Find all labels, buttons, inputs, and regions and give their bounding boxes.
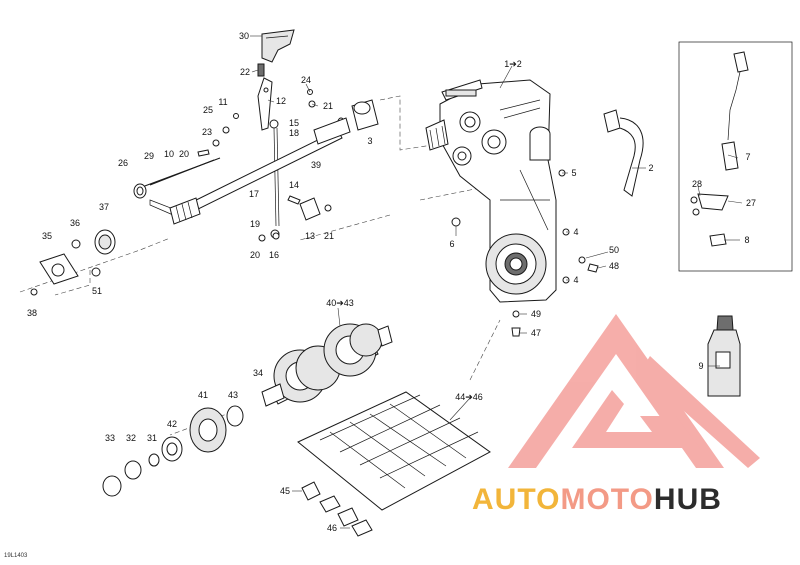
callout-14: 14 [288, 180, 300, 190]
callout-15: 15 [288, 118, 300, 128]
splined-shaft-end [169, 197, 201, 225]
callout-6: 6 [449, 239, 455, 249]
callout-5: 5 [571, 168, 577, 178]
callout-38: 38 [26, 308, 38, 318]
ring-part [133, 183, 147, 199]
drive-axle-assembly [261, 323, 393, 407]
callout-41: 41 [197, 390, 209, 400]
callout-21-lower: 21 [323, 231, 335, 241]
callout-48: 48 [608, 261, 620, 271]
brand-part-hub: HUB [653, 483, 722, 516]
callout-24: 24 [300, 75, 312, 85]
callout-49: 49 [530, 309, 542, 319]
callout-30: 30 [238, 31, 250, 41]
callout-25: 25 [202, 105, 214, 115]
callout-19: 19 [249, 219, 261, 229]
callout-10: 10 [163, 149, 175, 159]
callout-34: 34 [252, 368, 264, 378]
callout-18: 18 [288, 128, 300, 138]
callout-2: 2 [648, 163, 654, 173]
callout-36: 36 [69, 218, 81, 228]
wire-harness [603, 109, 644, 197]
callout-46: 46 [326, 523, 338, 533]
bushing-part [351, 99, 379, 131]
callout-17: 17 [248, 189, 260, 199]
callout-leader-lines [250, 35, 743, 529]
shift-lever [257, 77, 273, 131]
shift-rod [269, 119, 280, 239]
watermark-brand-text: AUTOMOTOHUB [472, 483, 722, 517]
callout-32: 32 [125, 433, 137, 443]
callout-40-43: 40➔43 [326, 298, 354, 308]
callout-16: 16 [268, 250, 280, 260]
callout-7: 7 [745, 152, 751, 162]
callout-20-lower: 20 [249, 250, 261, 260]
callout-42: 42 [166, 419, 178, 429]
shift-hardware [258, 195, 332, 242]
callout-23: 23 [201, 127, 213, 137]
callout-3: 3 [367, 136, 373, 146]
callout-51: 51 [91, 286, 103, 296]
callout-4-lower: 4 [573, 275, 579, 285]
left-bearing-group [30, 229, 116, 296]
callout-35: 35 [41, 231, 53, 241]
brand-part-moto: MOTO [560, 483, 654, 516]
fasteners-group [197, 89, 316, 157]
callout-31: 31 [146, 433, 158, 443]
callout-21-upper: 21 [322, 101, 334, 111]
sensor-inset-box [678, 41, 793, 272]
main-shaft [133, 117, 351, 219]
callout-43: 43 [227, 390, 239, 400]
callout-28: 28 [691, 179, 703, 189]
callout-27: 27 [745, 198, 757, 208]
spring-part [257, 63, 265, 77]
housing-fasteners [451, 169, 599, 337]
callout-1-2: 1➔2 [504, 59, 522, 69]
callout-47: 47 [530, 328, 542, 338]
callout-44-46: 44➔46 [455, 392, 483, 402]
callout-26: 26 [117, 158, 129, 168]
diagram-code: 19L1403 [4, 553, 28, 559]
callout-45: 45 [279, 486, 291, 496]
callout-37: 37 [98, 202, 110, 212]
shift-knob [261, 29, 295, 63]
track-clips [301, 481, 373, 537]
watermark-logo-icon [508, 314, 760, 468]
callout-9: 9 [698, 361, 704, 371]
callout-22: 22 [239, 67, 251, 77]
callout-4-upper: 4 [573, 227, 579, 237]
callout-20-upper: 20 [178, 149, 190, 159]
callout-39: 39 [310, 160, 322, 170]
oil-bottle-icon [707, 315, 741, 397]
callout-12: 12 [275, 96, 287, 106]
brand-part-auto: AUTO [472, 483, 561, 516]
callout-13: 13 [304, 231, 316, 241]
callout-29: 29 [143, 151, 155, 161]
sprocket-far [349, 323, 383, 357]
lower-bearing-group [102, 405, 244, 497]
output-gear [485, 233, 547, 295]
callout-33: 33 [104, 433, 116, 443]
callout-50: 50 [608, 245, 620, 255]
track-chain-mat [297, 391, 491, 511]
callout-8: 8 [744, 235, 750, 245]
callout-11: 11 [218, 97, 228, 107]
